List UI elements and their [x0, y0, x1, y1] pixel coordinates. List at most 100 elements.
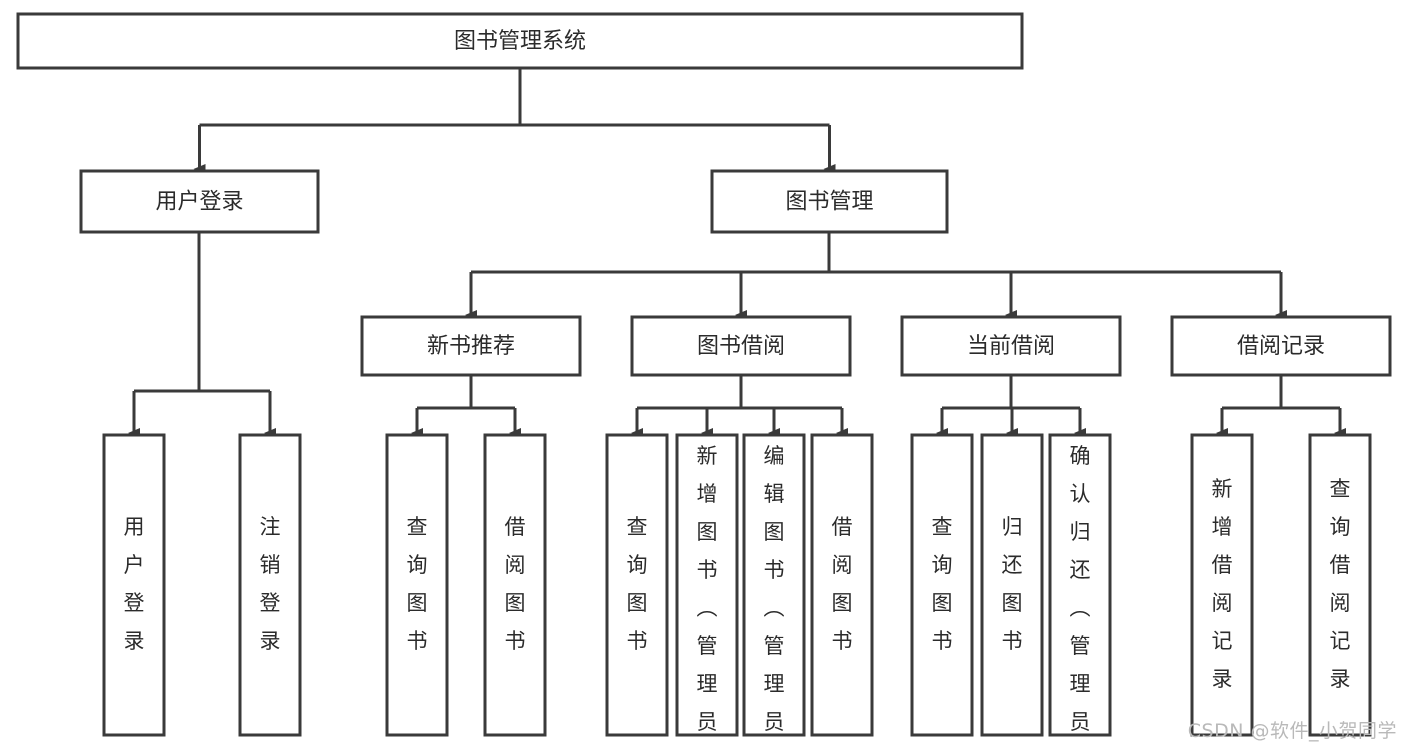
- edge-group-user-login: [128, 232, 276, 438]
- node-label-char: 借: [832, 515, 853, 539]
- node-label-char: 书: [505, 629, 526, 653]
- node-label-char: 查: [407, 515, 428, 539]
- edge-group-root: [193, 68, 836, 174]
- node-label-char: 询: [407, 553, 428, 577]
- node-root[interactable]: 图书管理系统: [16, 12, 1024, 70]
- node-label-char: 登: [260, 591, 281, 615]
- node-label-char: 图: [627, 591, 648, 615]
- node-label: 用户登录: [155, 190, 243, 215]
- node-label-char: 还: [1070, 558, 1091, 582]
- node-box: [360, 315, 582, 377]
- node-box: [1190, 433, 1254, 737]
- node-label-char: 编: [764, 444, 785, 468]
- node-label-char: 管: [764, 634, 785, 658]
- node-label-char: 理: [764, 672, 785, 696]
- node-label-char: 书: [832, 629, 853, 653]
- node-label-char: ︵: [697, 596, 718, 620]
- edge-group-book-borrow: [631, 375, 848, 438]
- node-label-char: 书: [407, 629, 428, 653]
- node-box: [675, 433, 739, 737]
- node-book-manage[interactable]: 图书管理: [710, 169, 949, 234]
- node-label-char: 新: [697, 444, 718, 468]
- node-label-char: 查: [932, 515, 953, 539]
- node-label-char: 图: [505, 591, 526, 615]
- node-label-char: 询: [932, 553, 953, 577]
- node-label-char: 管: [697, 634, 718, 658]
- node-label-char: 登: [124, 591, 145, 615]
- node-label-char: 阅: [1212, 591, 1233, 615]
- node-label-char: 认: [1070, 482, 1091, 506]
- node-label-char: 借: [1330, 553, 1351, 577]
- node-label-char: 增: [1212, 515, 1233, 539]
- node-label-char: 员: [1070, 710, 1091, 734]
- node-current-borrow[interactable]: 当前借阅: [900, 315, 1122, 377]
- node-book-borrow[interactable]: 图书借阅: [630, 315, 852, 377]
- node-label-char: 户: [124, 553, 145, 577]
- node-label-char: 录: [124, 629, 145, 653]
- edge-group-new-book-rec: [411, 375, 521, 438]
- node-borrow-record[interactable]: 借阅记录: [1170, 315, 1392, 377]
- node-label-char: 借: [1212, 553, 1233, 577]
- node-label: 图书借阅: [697, 334, 785, 359]
- node-label: 新书推荐: [427, 334, 515, 359]
- node-label-char: 图: [932, 591, 953, 615]
- edge-group-current-borrow: [936, 375, 1086, 438]
- node-label: 图书管理: [785, 190, 873, 215]
- node-label-char: 录: [260, 629, 281, 653]
- node-label-char: 理: [1070, 672, 1091, 696]
- node-label-char: 管: [1070, 634, 1091, 658]
- node-label-char: 图: [764, 520, 785, 544]
- node-label-char: 员: [697, 710, 718, 734]
- node-label-char: 图: [832, 591, 853, 615]
- node-box: [710, 169, 949, 234]
- node-box: [79, 169, 320, 234]
- node-label-char: 阅: [505, 553, 526, 577]
- node-label-char: ︵: [1070, 596, 1091, 620]
- node-label-char: ︵: [764, 596, 785, 620]
- node-box: [1048, 433, 1112, 737]
- node-label-char: 询: [1330, 515, 1351, 539]
- node-box: [605, 433, 669, 737]
- node-new-book-rec[interactable]: 新书推荐: [360, 315, 582, 377]
- node-label-char: 书: [932, 629, 953, 653]
- node-label-char: 阅: [1330, 591, 1351, 615]
- node-box: [910, 433, 974, 737]
- nodes-layer: 图书管理系统用户登录图书管理新书推荐图书借阅当前借阅借阅记录用户登录注销登录查询…: [16, 12, 1392, 747]
- node-box: [16, 12, 1024, 70]
- node-label-char: 借: [505, 515, 526, 539]
- node-box: [483, 433, 547, 737]
- node-label-char: 图: [697, 520, 718, 544]
- node-box: [385, 433, 449, 737]
- node-label-char: 书: [764, 558, 785, 582]
- edges-layer: [128, 68, 1346, 438]
- edge-group-book-manage: [465, 232, 1287, 320]
- node-label: 当前借阅: [967, 334, 1055, 359]
- node-user-login[interactable]: 用户登录: [79, 169, 320, 234]
- node-label-char: 员: [764, 710, 785, 734]
- node-box: [810, 433, 874, 737]
- node-label: 图书管理系统: [454, 29, 586, 54]
- node-label-char: 理: [697, 672, 718, 696]
- node-label-char: 阅: [832, 553, 853, 577]
- node-label-char: 图: [1002, 591, 1023, 615]
- node-box: [630, 315, 852, 377]
- node-leaf-user-login[interactable]: 用户登录: [102, 433, 166, 737]
- node-label-char: 查: [627, 515, 648, 539]
- node-label-char: 注: [260, 515, 281, 539]
- node-label-char: 确: [1070, 444, 1091, 468]
- node-label: 借阅记录: [1237, 334, 1325, 359]
- node-box: [102, 433, 166, 737]
